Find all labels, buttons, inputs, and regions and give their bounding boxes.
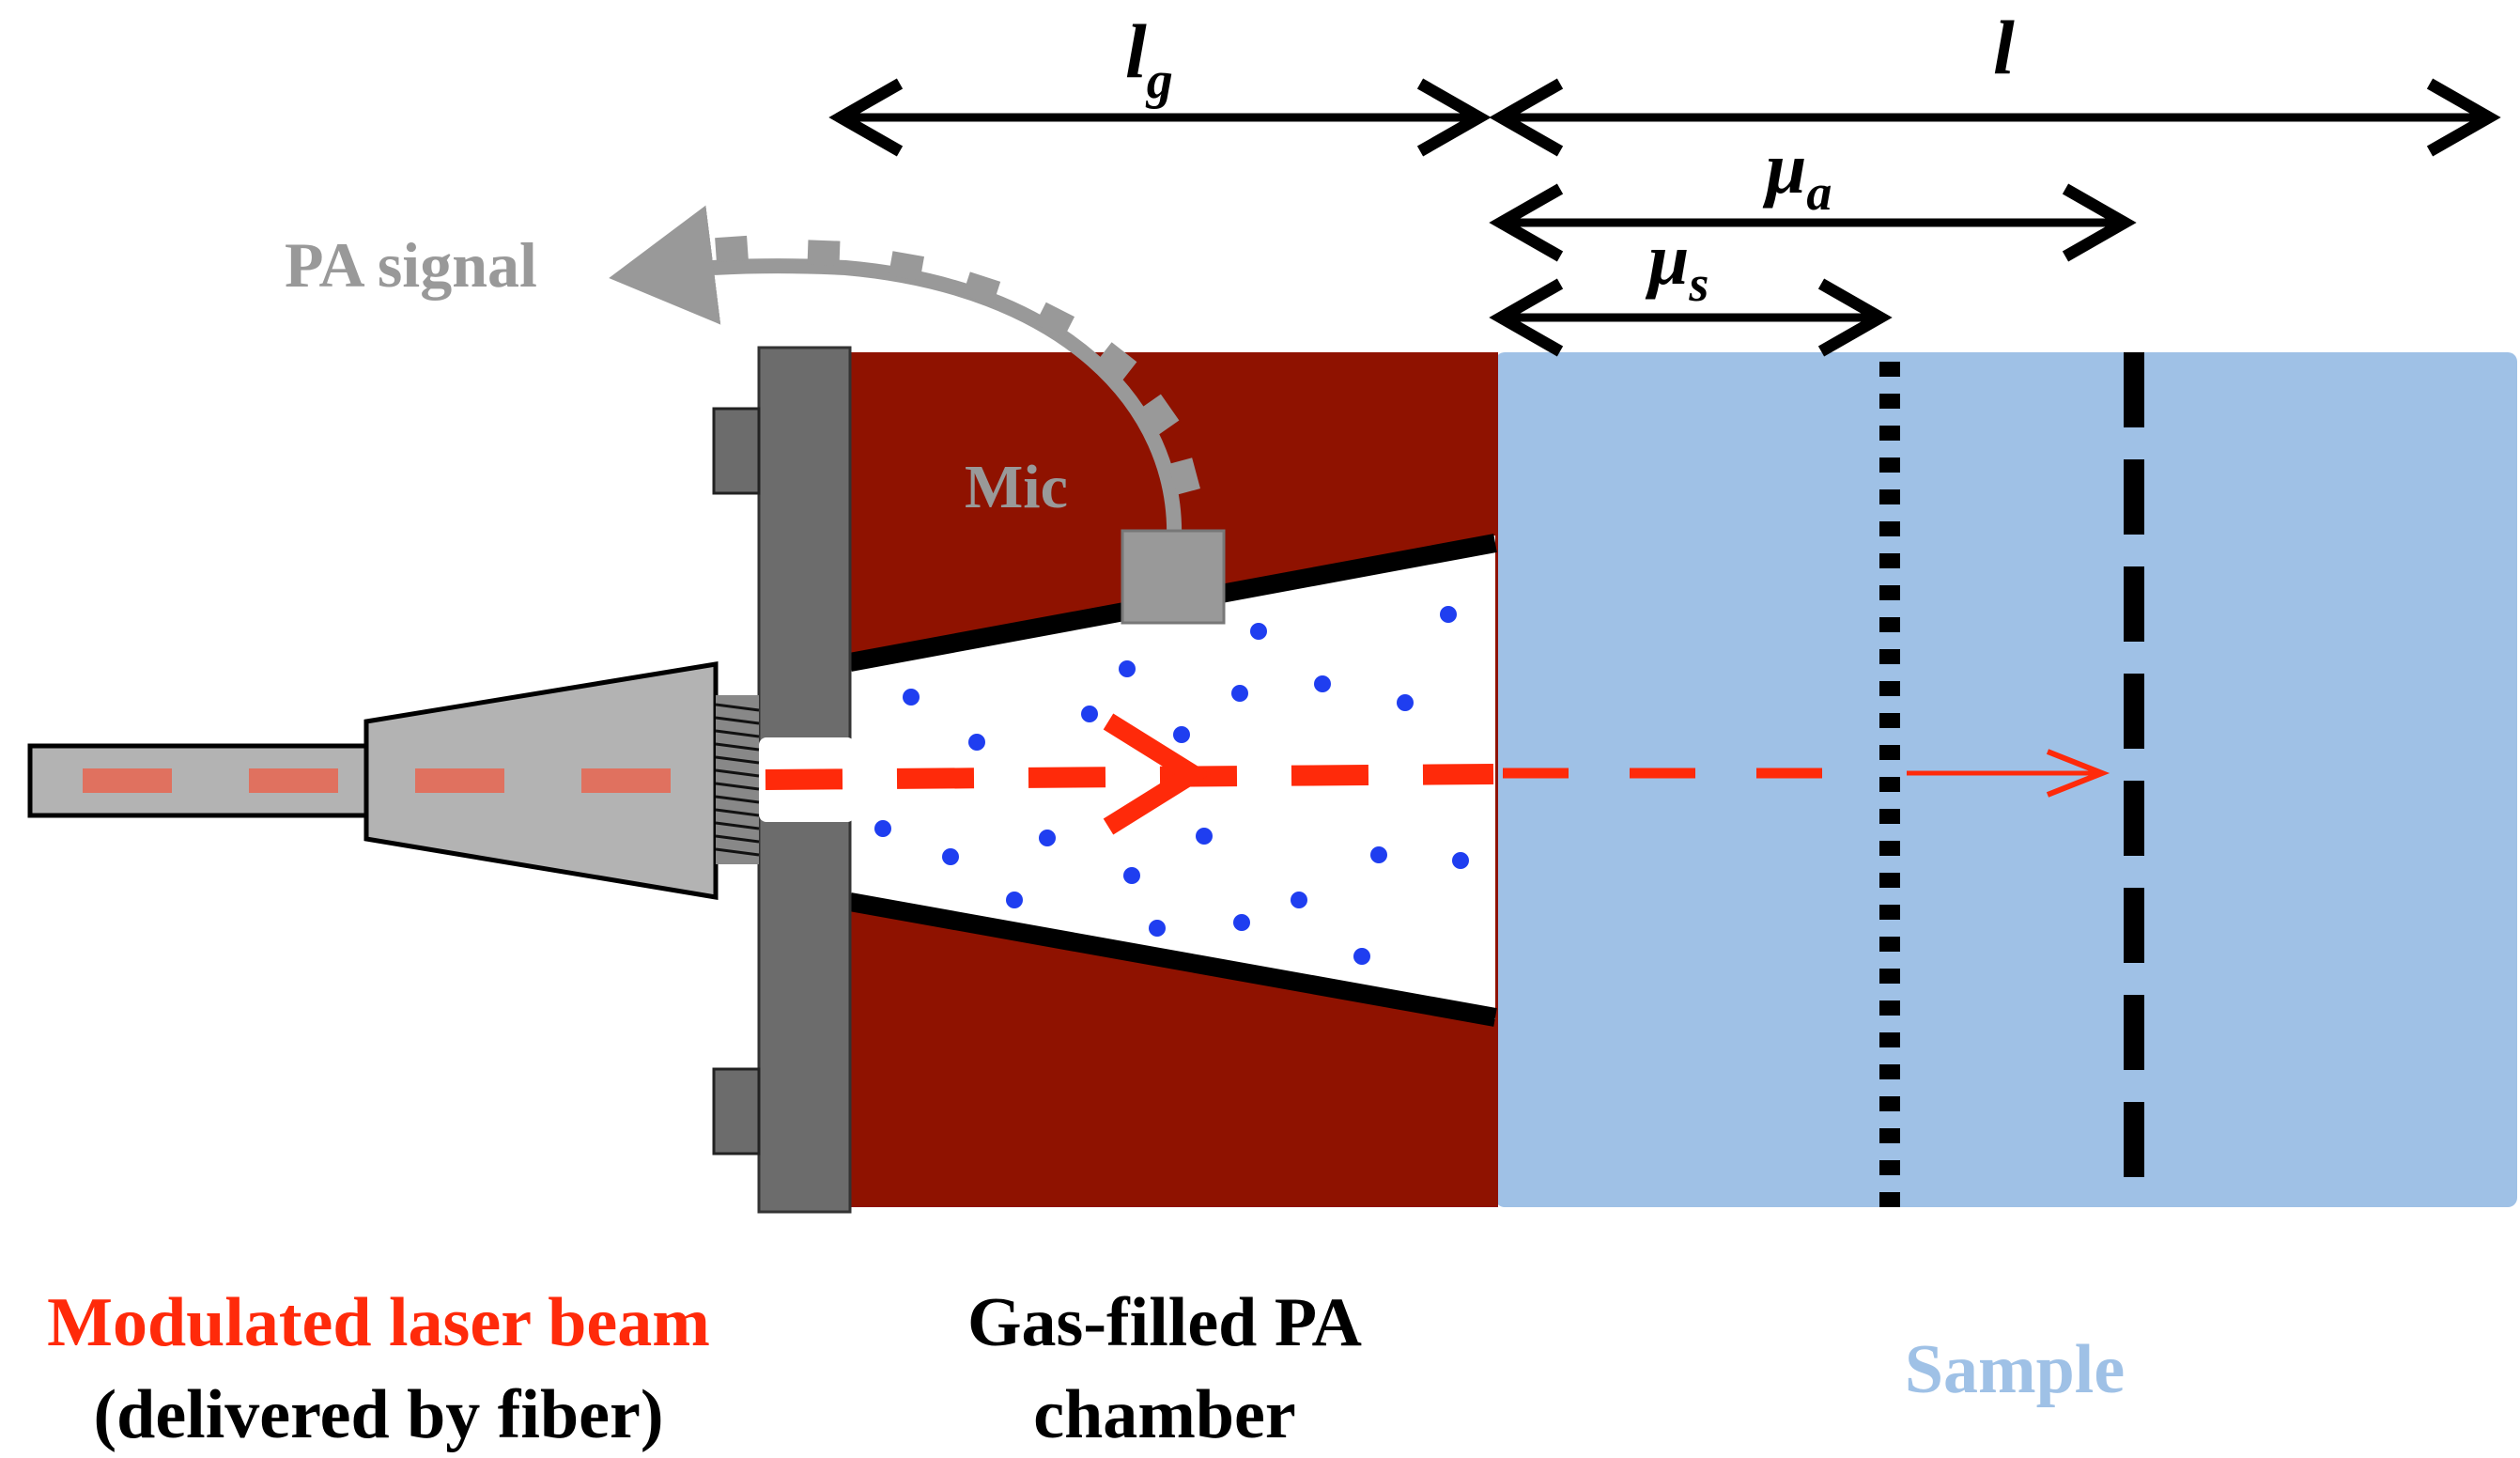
thread-lines <box>715 703 760 857</box>
microphone <box>1121 529 1226 625</box>
cone-edge-bottom <box>848 892 1497 1027</box>
l-label: l <box>1993 5 2015 90</box>
laser-label-line2: (delivered by fiber) <box>94 1376 664 1453</box>
gas-particles <box>874 606 1469 965</box>
mua-label: μa <box>1762 127 1832 221</box>
beam-arrowhead <box>2046 749 2110 798</box>
fiber-connector <box>363 661 719 900</box>
laser-label-line1: Modulated laser beam <box>47 1284 710 1361</box>
chamber-label-line2: chamber <box>1033 1376 1296 1453</box>
pa-signal-label: PA signal <box>285 229 537 301</box>
bolt-top <box>712 407 761 495</box>
sample-block <box>1495 352 2517 1207</box>
cable-ridges <box>715 235 1200 495</box>
signal-cable <box>609 205 1183 541</box>
lg-label: lg <box>1125 8 1173 110</box>
bolt-bottom <box>712 1067 761 1156</box>
chamber-label-line1: Gas-filled PA <box>967 1284 1362 1361</box>
sample-label: Sample <box>1905 1331 2125 1408</box>
beam-direction-chevron <box>1103 713 1211 835</box>
mus-label: μs <box>1645 218 1708 312</box>
mic-label: Mic <box>965 453 1068 521</box>
